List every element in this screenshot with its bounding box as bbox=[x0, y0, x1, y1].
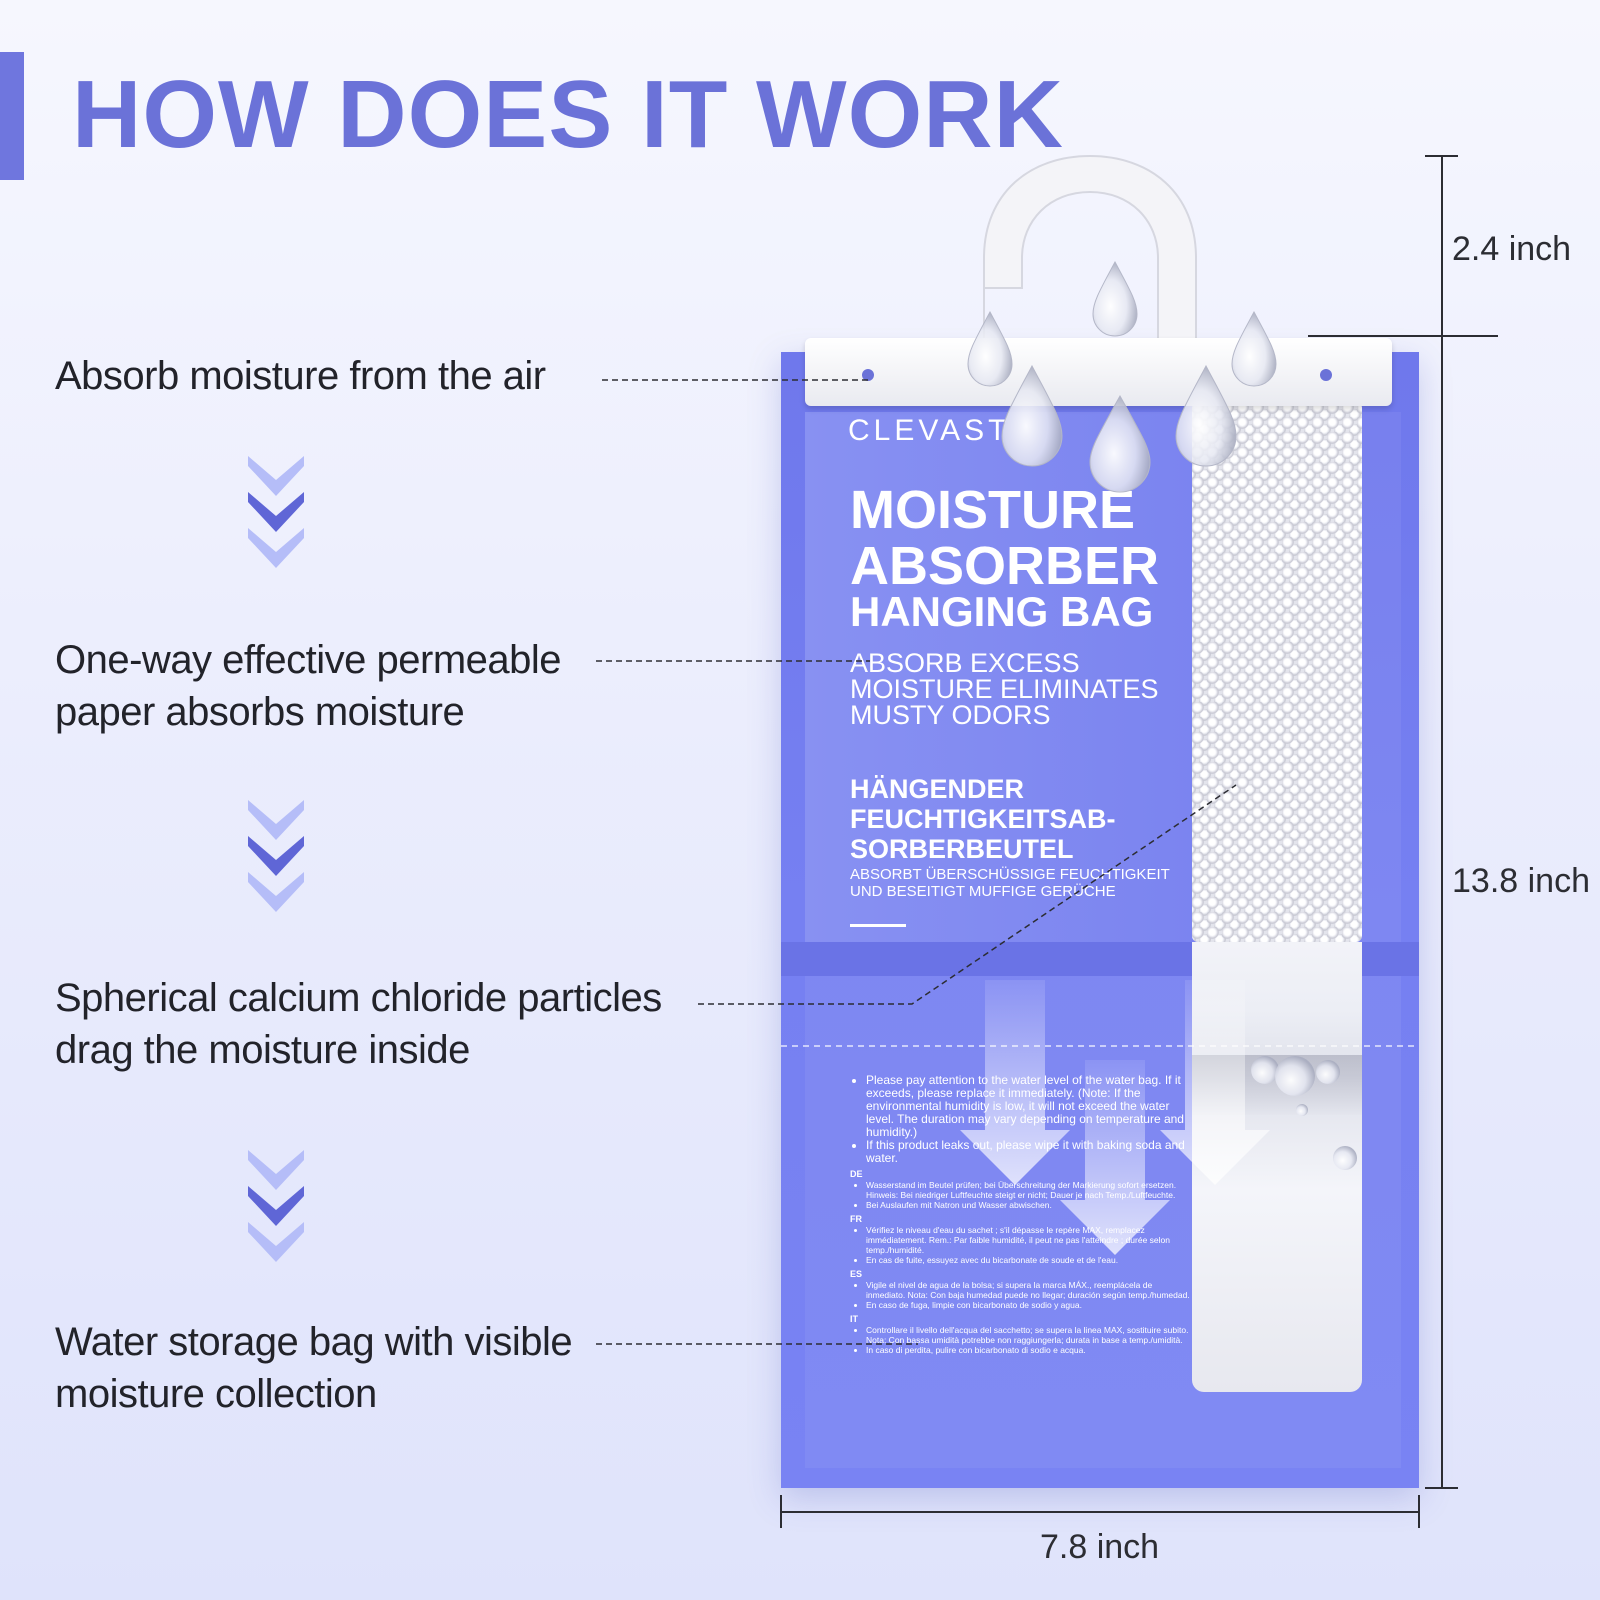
hanger-hook-icon bbox=[983, 154, 1197, 341]
page-title: HOW DOES IT WORK bbox=[72, 61, 1064, 168]
dimension-bag-height bbox=[1425, 336, 1458, 1489]
product-title-line-3: HANGING BAG bbox=[850, 588, 1154, 635]
note-de-2: Bei Auslaufen mit Natron und Wasser abwi… bbox=[866, 1200, 1190, 1210]
note-es-1: Vigile el nivel de agua de la bolsa; si … bbox=[866, 1280, 1190, 1300]
water-storage-bag bbox=[1192, 942, 1362, 1392]
step-3-line-1: Spherical calcium chloride particles bbox=[55, 976, 662, 1020]
product-subtitle-line-1: ABSORB EXCESS bbox=[850, 648, 1080, 678]
decorative-divider bbox=[850, 924, 906, 927]
hanger-bar bbox=[805, 338, 1392, 406]
chevron-down-icon bbox=[248, 456, 304, 568]
dimension-bag-width bbox=[780, 1495, 1420, 1528]
step-4-label: Water storage bag with visible moisture … bbox=[55, 1316, 573, 1420]
product-subtitle-line-3: MUSTY ODORS bbox=[850, 700, 1051, 730]
step-2-line-2: paper absorbs moisture bbox=[55, 690, 465, 734]
header-accent-bar bbox=[0, 52, 24, 180]
note-fr-1: Vérifiez le niveau d'eau du sachet ; s'i… bbox=[866, 1225, 1190, 1255]
note-en-1: Please pay attention to the water level … bbox=[866, 1074, 1190, 1139]
dimension-width-label: 7.8 inch bbox=[1040, 1528, 1160, 1566]
product-subtitle-line-2: MOISTURE ELIMINATES bbox=[850, 674, 1159, 704]
german-subtitle: ABSORBT ÜBERSCHÜSSIGE FEUCHTIGKEIT UND B… bbox=[850, 866, 1170, 900]
german-subtitle-line-2: UND BESEITIGT MUFFIGE GERÜCHE bbox=[850, 883, 1116, 900]
german-title-line-1: HÄNGENDER bbox=[850, 774, 1025, 804]
step-3-line-2: drag the moisture inside bbox=[55, 1028, 470, 1072]
step-4-line-1: Water storage bag with visible bbox=[55, 1320, 573, 1364]
note-en-2: If this product leaks out, please wipe i… bbox=[866, 1139, 1190, 1165]
step-1-label: Absorb moisture from the air bbox=[55, 350, 546, 402]
chevron-down-icon bbox=[248, 800, 304, 912]
note-de-1: Wasserstand im Beutel prüfen; bei Übersc… bbox=[866, 1180, 1190, 1200]
note-es-2: En caso de fuga, limpie con bicarbonato … bbox=[866, 1300, 1190, 1310]
product-title-line-1: MOISTURE bbox=[850, 480, 1136, 540]
german-title-line-3: SORBERBEUTEL bbox=[850, 834, 1074, 864]
note-fr-label: FR bbox=[850, 1214, 862, 1224]
step-3-label: Spherical calcium chloride particles dra… bbox=[55, 972, 662, 1076]
note-it-label: IT bbox=[850, 1314, 858, 1324]
brand-logo: CLEVAST bbox=[848, 414, 1011, 447]
chevron-down-icon bbox=[248, 1150, 304, 1262]
hanger-hole-right bbox=[1320, 369, 1332, 381]
step-2-label: One-way effective permeable paper absorb… bbox=[55, 634, 562, 738]
dimension-hook-label: 2.4 inch bbox=[1452, 230, 1572, 268]
calcium-chloride-beads bbox=[1192, 402, 1362, 942]
note-it-2: In caso di perdita, pulire con bicarbona… bbox=[866, 1345, 1190, 1355]
note-de-label: DE bbox=[850, 1169, 863, 1179]
german-subtitle-line-1: ABSORBT ÜBERSCHÜSSIGE FEUCHTIGKEIT bbox=[850, 866, 1170, 883]
step-1-line-1: Absorb moisture from the air bbox=[55, 354, 546, 398]
german-title: HÄNGENDER FEUCHTIGKEITSAB- SORBERBEUTEL bbox=[850, 774, 1116, 864]
step-2-line-1: One-way effective permeable bbox=[55, 638, 562, 682]
dimension-height-label: 13.8 inch bbox=[1452, 862, 1590, 900]
german-title-line-2: FEUCHTIGKEITSAB- bbox=[850, 804, 1116, 834]
product-title-line-2: ABSORBER bbox=[850, 536, 1160, 596]
note-it-1: Controllare il livello dell'acqua del sa… bbox=[866, 1325, 1190, 1345]
product-title: MOISTURE ABSORBER bbox=[850, 482, 1159, 594]
product-subtitle: ABSORB EXCESS MOISTURE ELIMINATES MUSTY … bbox=[850, 648, 1159, 730]
note-es-label: ES bbox=[850, 1269, 863, 1279]
hanger-hole-left bbox=[862, 369, 874, 381]
step-4-line-2: moisture collection bbox=[55, 1372, 377, 1416]
note-fr-2: En cas de fuite, essuyez avec du bicarbo… bbox=[866, 1255, 1190, 1265]
water-level bbox=[1192, 1055, 1362, 1115]
usage-notes: Please pay attention to the water level … bbox=[850, 1074, 1190, 1356]
